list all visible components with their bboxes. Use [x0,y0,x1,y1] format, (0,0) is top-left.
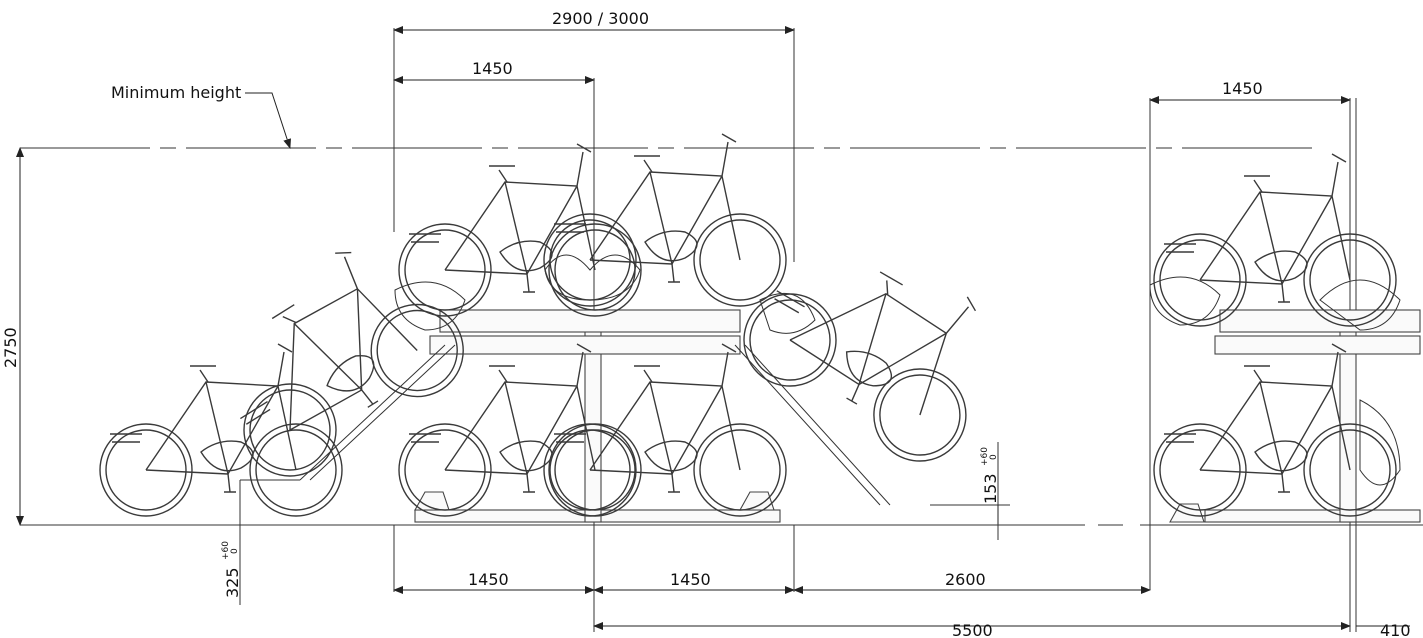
total-length-dimension: 5500 [593,621,1351,638]
bottom-middle-label: 1450 [670,570,711,589]
minimum-height-callout: Minimum height [111,83,292,149]
right-lift-tolerance-lower: 0 [989,454,999,460]
extension-lines [239,28,1357,632]
height-dimension-label: 2750 [1,327,20,368]
right-rack [1149,276,1421,523]
main-rack [299,254,891,523]
total-width-label: 2900 / 3000 [552,9,649,28]
bicycles [99,133,1397,517]
bottom-middle-dimension: 1450 [593,570,795,594]
total-length-label: 5500 [952,621,993,638]
total-width-dimension: 2900 / 3000 [393,9,795,34]
end-offset-dimension: 410 [1356,621,1411,638]
left-lift-tolerance-upper: +60 [221,541,231,560]
right-lift-tolerance-upper: +60 [980,447,990,466]
half-width-label: 1450 [472,59,513,78]
height-dimension: 2750 [1,147,24,526]
bicycle-upper-left [398,143,642,317]
bicycle-lower-left [398,343,642,517]
left-lift-label: 325 [223,567,242,598]
right-lift-dimension: 153 +60 0 [980,447,1000,524]
bottom-left-label: 1450 [468,570,509,589]
left-lift-tolerance-lower: 0 [230,548,240,554]
end-offset-label: 410 [1380,621,1411,638]
bicycle-far-left [99,343,343,517]
right-unit-width-dimension: 1450 [1149,79,1351,104]
bottom-left-dimension: 1450 [393,570,595,594]
right-unit-width-label: 1450 [1222,79,1263,98]
minimum-height-label: Minimum height [111,83,241,102]
bicycle-upper-center [543,133,787,307]
right-lift-label: 153 [981,473,1000,504]
half-width-dimension: 1450 [393,59,595,84]
gap-label: 2600 [945,570,986,589]
bicycle-right-upper [1153,153,1397,327]
left-lift-dimension: 325 +60 0 [221,541,242,598]
gap-dimension: 2600 [793,570,1151,594]
